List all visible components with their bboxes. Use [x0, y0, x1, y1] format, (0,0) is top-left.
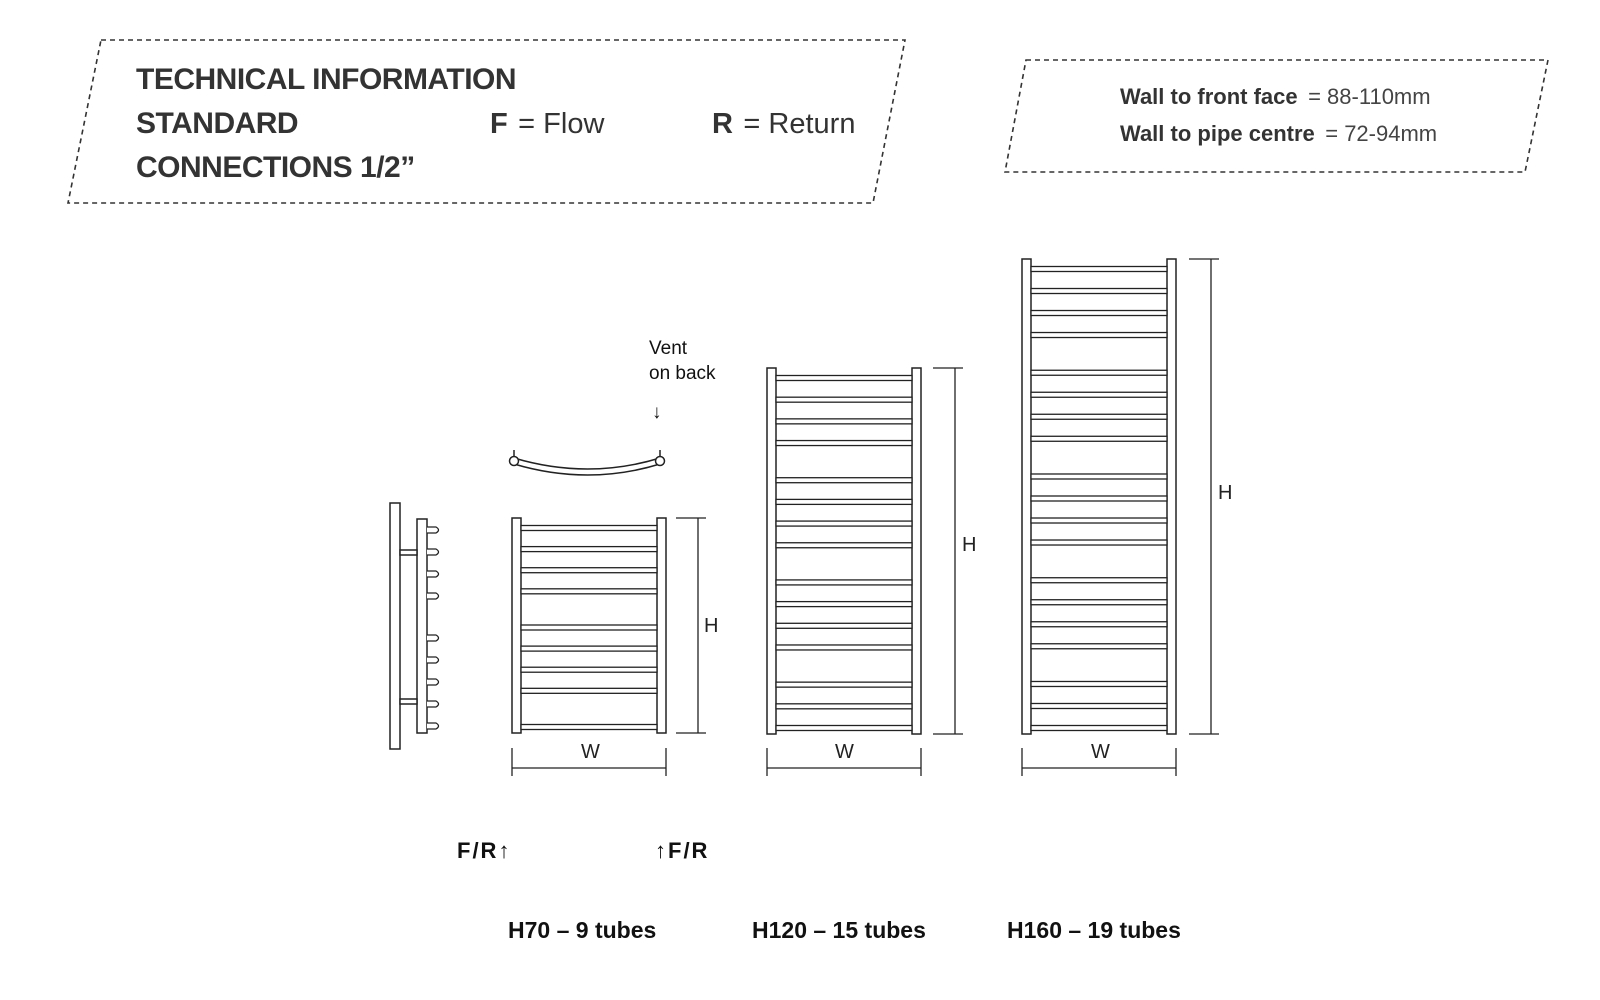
tube — [520, 567, 658, 574]
tube — [1030, 539, 1168, 546]
tube — [520, 588, 658, 595]
tube — [775, 681, 913, 688]
height-label-h70: H — [704, 615, 718, 637]
tube — [1030, 331, 1168, 339]
tube — [1030, 577, 1168, 584]
tube — [520, 624, 658, 631]
tube — [520, 723, 658, 731]
tube — [520, 666, 658, 673]
radiator-h70 — [511, 517, 706, 776]
return-legend: R = Return — [712, 108, 855, 140]
wall-front-label: Wall to front face — [1120, 84, 1298, 109]
side-tube-end — [427, 700, 440, 708]
side-tube-end — [427, 656, 440, 664]
side-tube-end — [427, 526, 440, 534]
tube — [1030, 413, 1168, 420]
radiator-h160 — [1021, 258, 1219, 776]
return-key: R — [712, 108, 733, 140]
tube — [775, 477, 913, 484]
wall-front-value: = 88-110mm — [1308, 84, 1430, 109]
height-label-h120: H — [962, 534, 976, 556]
tube — [1030, 435, 1168, 442]
right-rail — [1166, 258, 1177, 735]
vent-note-line2: on back — [649, 363, 716, 384]
tube — [775, 418, 913, 425]
side-tube-end — [427, 634, 440, 642]
tube — [775, 644, 913, 651]
width-label-h120: W — [835, 741, 854, 763]
top-view — [508, 450, 666, 476]
model-label-h70: H70 – 9 tubes — [508, 917, 656, 943]
width-label-h160: W — [1091, 741, 1110, 763]
tube — [775, 724, 913, 732]
tube — [1030, 680, 1168, 688]
tube — [775, 579, 913, 586]
flow-key: F — [490, 108, 508, 140]
flow-legend: F = Flow — [490, 108, 605, 140]
tube — [775, 622, 913, 629]
tube — [775, 439, 913, 447]
tube — [1030, 621, 1168, 628]
tube — [1030, 517, 1168, 524]
model-label-h120: H120 – 15 tubes — [752, 917, 926, 943]
vent-note-line1: Vent — [649, 338, 688, 359]
right-rail — [911, 367, 922, 735]
side-tube-end — [427, 722, 440, 730]
wall-pipe-centre: Wall to pipe centre = 72-94mm — [1120, 121, 1437, 146]
tube — [1030, 309, 1168, 317]
header-standard: STANDARD — [136, 107, 298, 140]
tube — [1030, 287, 1168, 295]
vent-arrow: ↓ — [652, 402, 662, 423]
tube — [1030, 702, 1168, 710]
tube — [775, 703, 913, 710]
left-rail — [766, 367, 777, 735]
tube — [1030, 369, 1168, 376]
tube — [1030, 265, 1168, 273]
wall-front-face: Wall to front face = 88-110mm — [1120, 84, 1431, 109]
connection-right: ↑F/R — [655, 838, 709, 863]
wall-pipe-label: Wall to pipe centre — [1120, 121, 1315, 146]
tube — [1030, 643, 1168, 650]
left-rail — [511, 517, 522, 734]
height-label-h160: H — [1218, 482, 1232, 504]
tube — [775, 520, 913, 527]
tube — [520, 524, 658, 532]
radiator-h120 — [766, 367, 963, 776]
header-title: TECHNICAL INFORMATION — [136, 63, 516, 96]
side-tube-end — [427, 592, 440, 600]
side-tube-end — [427, 678, 440, 686]
side-tube-end — [427, 570, 440, 578]
tube — [1030, 473, 1168, 480]
model-label-h160: H160 – 19 tubes — [1007, 917, 1181, 943]
connection-left: F/R↑ — [457, 838, 511, 863]
side-tube-end — [427, 548, 440, 556]
tube — [1030, 724, 1168, 732]
side-view — [389, 502, 440, 750]
tube — [775, 542, 913, 549]
header-connections: CONNECTIONS 1/2” — [136, 151, 415, 184]
flow-label: = Flow — [518, 108, 605, 140]
tube — [1030, 495, 1168, 502]
wall-pipe-value: = 72-94mm — [1325, 121, 1437, 146]
return-label: = Return — [743, 108, 855, 140]
left-rail — [1021, 258, 1032, 735]
wall-distance-box — [1004, 59, 1549, 173]
tube — [1030, 599, 1168, 606]
tube — [775, 600, 913, 608]
tube — [1030, 391, 1168, 398]
tube — [520, 645, 658, 652]
header-box — [67, 39, 906, 204]
tube — [775, 396, 913, 403]
right-rail — [656, 517, 667, 734]
tube — [520, 545, 658, 553]
tube — [775, 374, 913, 382]
tube — [520, 687, 658, 694]
tube — [775, 498, 913, 506]
width-label-h70: W — [581, 741, 600, 763]
